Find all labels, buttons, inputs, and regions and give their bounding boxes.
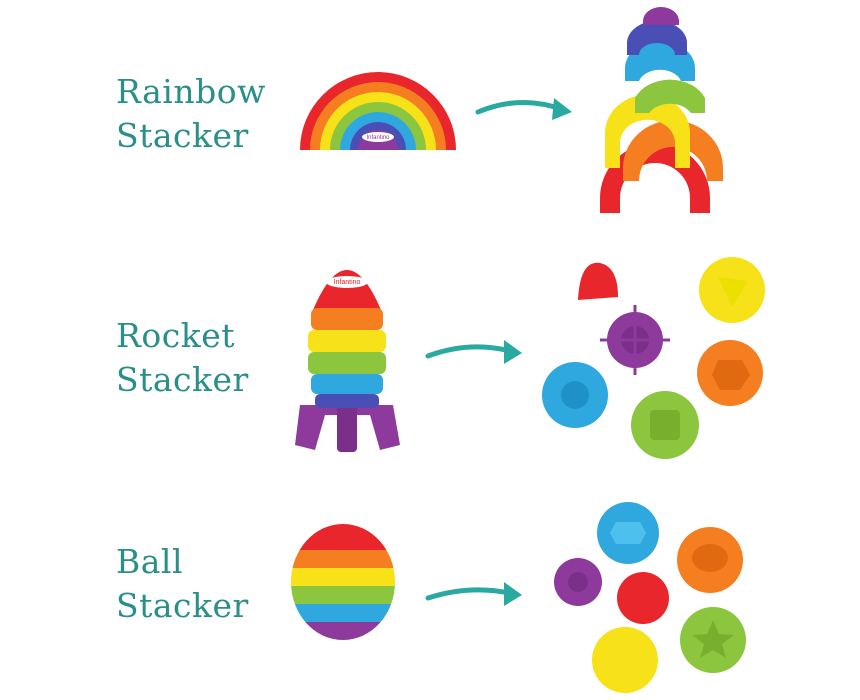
rainbow-stacker-assembled-image: Infantino [300, 72, 456, 150]
brand-logo: Infantino [366, 135, 390, 141]
arrow-icon [425, 582, 522, 606]
arrow-icon [425, 340, 522, 364]
rocket-stacker-label: Rocket Stacker [116, 314, 249, 402]
ball-stacker-assembled-image [291, 524, 395, 640]
rainbow-stacker-pieces-image [600, 7, 723, 213]
arrow-icon [475, 98, 572, 120]
brand-logo: Infantino [334, 279, 361, 286]
rainbow-label-line2: Stacker [116, 116, 249, 155]
ball-stacker-label: Ball Stacker [116, 540, 249, 628]
rocket-label-line2: Stacker [116, 360, 249, 399]
ball-label-line1: Ball [116, 542, 184, 581]
ball-stacker-pieces-image [554, 502, 746, 693]
rainbow-stacker-label: Rainbow Stacker [116, 70, 266, 158]
rocket-label-line1: Rocket [116, 316, 235, 355]
rocket-stacker-pieces-image [542, 257, 765, 459]
ball-label-line2: Stacker [116, 586, 249, 625]
rainbow-label-line1: Rainbow [116, 72, 266, 111]
rocket-stacker-assembled-image: Infantino [295, 270, 400, 452]
